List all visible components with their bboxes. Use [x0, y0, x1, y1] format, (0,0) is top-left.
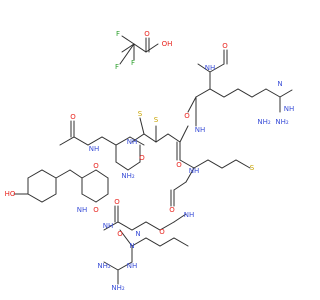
- tfa-oh-label: OH: [162, 40, 173, 48]
- arg-top-o-label: O: [184, 112, 190, 120]
- lower-nh-label: NH: [184, 211, 195, 219]
- guanidine-bottom-nh2a-label: NH₂: [97, 262, 111, 270]
- cys2-o-label: O: [139, 154, 145, 162]
- met-o-label: O: [169, 206, 175, 214]
- atom-labels: O OH F F F NH O N NH NH₂ NH₂ O NH S S O …: [5, 30, 295, 292]
- acetyl-nh-label: NH: [205, 64, 216, 72]
- tfa-f2-label: F: [131, 59, 135, 67]
- bond-layer: [13, 35, 293, 285]
- arg2-n-label: N: [135, 230, 140, 238]
- guanidine-bottom-n-label: N: [129, 242, 134, 250]
- arg2-o-label: O: [117, 230, 123, 238]
- tfa-o-double-label: O: [144, 30, 150, 38]
- tyr-ho-label: HO: [5, 190, 16, 198]
- tfa-f3-label: F: [115, 63, 119, 71]
- tyr-o-label: O: [93, 162, 99, 170]
- acetyl-o-label: O: [222, 42, 228, 50]
- guanidine-top-nh2b-label: NH₂: [257, 118, 271, 126]
- guanidine-bottom-nh-label: NH: [127, 262, 138, 270]
- guanidine-top-nh2a-label: NH₂: [275, 118, 289, 126]
- tyr-o2-label: O: [93, 206, 99, 214]
- guanidine-top-n-label: N: [277, 80, 282, 88]
- sulfur-2-label: S: [138, 110, 143, 118]
- sulfur-1-label: S: [154, 116, 159, 124]
- molecule-structure: O OH F F F NH O N NH NH₂ NH₂ O NH S S O …: [5, 30, 295, 292]
- upper-left-nh-label: NH: [89, 145, 100, 153]
- met-nh-label: NH: [189, 167, 200, 175]
- chain-mid-o-label: O: [114, 198, 120, 206]
- upper-left-o-label: O: [70, 113, 76, 121]
- tfa-f1-label: F: [116, 30, 120, 38]
- met-s-label: S: [250, 164, 255, 172]
- cys1-o-label: O: [176, 161, 182, 169]
- cys2-nh-label: NH: [127, 138, 138, 146]
- guanidine-bottom-nh2b-label: NH₂: [111, 284, 125, 292]
- lower-chain-o-label: O: [159, 228, 165, 236]
- guanidine-top-nh-label: NH: [284, 105, 295, 113]
- arg2-nh-label: NH: [103, 222, 114, 230]
- cys1-nh-label: NH: [195, 126, 206, 134]
- tyr-nh-label: NH: [77, 206, 88, 214]
- cys2-nh2-label: NH₂: [121, 172, 135, 180]
